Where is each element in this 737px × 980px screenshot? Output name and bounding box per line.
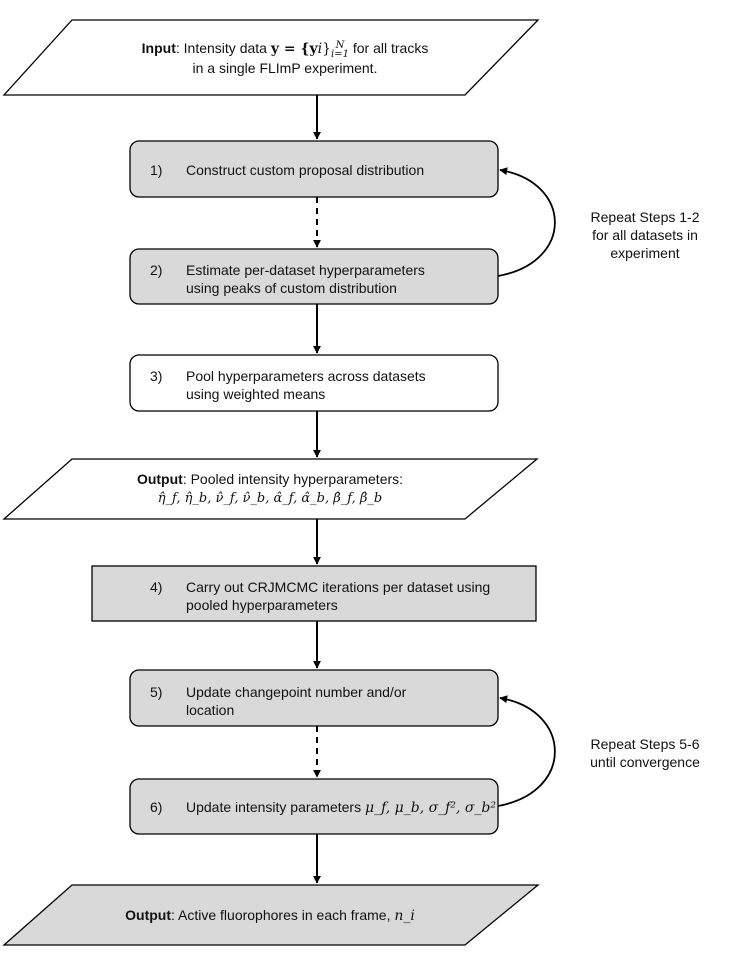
step-2-line1: Estimate per-dataset hyperparameters [186,262,425,278]
output-pooled-label: Output [136,471,183,487]
step-4-number: 4) [150,579,163,595]
step-1-line1: Construct custom proposal distribution [186,162,425,178]
step-4-line2: pooled hyperparameters [186,597,338,613]
output-final-label: Output [125,907,172,923]
loop2-line2: until convergence [590,754,700,770]
step-3-box [129,354,499,412]
step-3-number: 3) [150,368,163,384]
step-5-line1: Update changepoint number and/or [186,684,407,700]
output-pooled-text: Output: Pooled intensity hyperparameters… [70,470,470,488]
loop2-line1: Repeat Steps 5-6 [590,736,700,752]
input-math-close: } [322,41,332,57]
loop-arrow-steps-5-6 [497,695,556,807]
loop1-line1: Repeat Steps 1-2 [590,209,700,225]
loop-arrow-steps-1-2 [497,167,556,277]
step-4-box [91,565,537,622]
step-6-number: 6) [150,799,163,815]
step-6-math: μ_f, μ_b, σ_f², σ_b² [364,800,497,816]
output-pooled-desc: : Pooled intensity hyperparameters: [182,471,404,487]
output-pooled-math: η̂_f, η̂_b, ν̂_f, ν̂_b, α̂_f, α̂_b, β̂_f… [157,491,383,506]
step-1-box [129,140,499,198]
step-3-text: 3) Pool hyperparameters across datasets u… [150,367,426,403]
loop1-line2: for all datasets in [592,227,698,243]
step-2-box [129,248,499,305]
output-final-math: n_i [394,908,415,924]
input-math-sub: i=1 [331,49,349,60]
step-3-line2: using weighted means [186,386,326,402]
output-pooled-parallelogram [2,458,539,520]
step-4-line1: Carry out CRJMCMC iterations per dataset… [186,579,491,595]
step-1-number: 1) [150,162,163,178]
input-parallelogram [2,19,540,96]
input-math-y-main: y = {y [270,41,318,57]
step-6-text: 6) Update intensity parameters μ_f, μ_b, … [150,798,496,817]
step-1-text: 1) Construct custom proposal distribution [150,161,424,179]
step-5-line2: location [186,702,235,718]
output-final-parallelogram [2,884,540,946]
output-final-text: Output: Active fluorophores in each fram… [70,906,470,925]
input-label: Input [141,40,176,56]
step-6-line1: Update intensity parameters [186,799,365,815]
input-math-sup: N [335,40,345,51]
loop1-line3: experiment [610,245,680,261]
step-2-line2: using peaks of custom distribution [186,280,397,296]
loop-label-steps-1-2: Repeat Steps 1-2 for all datasets in exp… [560,208,730,262]
loop-label-steps-5-6: Repeat Steps 5-6 until convergence [560,735,730,771]
output-final-desc: : Active fluorophores in each frame, [171,907,395,923]
input-math-i: i [317,41,323,57]
step-3-line1: Pool hyperparameters across datasets [186,368,426,384]
step-6-box [129,778,499,835]
step-2-number: 2) [150,262,163,278]
step-5-box [129,669,499,727]
input-text-line2: in a single FLImP experiment. [192,60,378,76]
step-5-number: 5) [150,684,163,700]
step-2-text: 2) Estimate per-dataset hyperparameters u… [150,261,425,297]
step-5-text: 5) Update changepoint number and/or locat… [150,683,406,719]
input-text-pre: : Intensity data [175,40,271,56]
input-text-post: for all tracks [348,40,429,56]
step-4-text: 4) Carry out CRJMCMC iterations per datas… [150,578,490,614]
